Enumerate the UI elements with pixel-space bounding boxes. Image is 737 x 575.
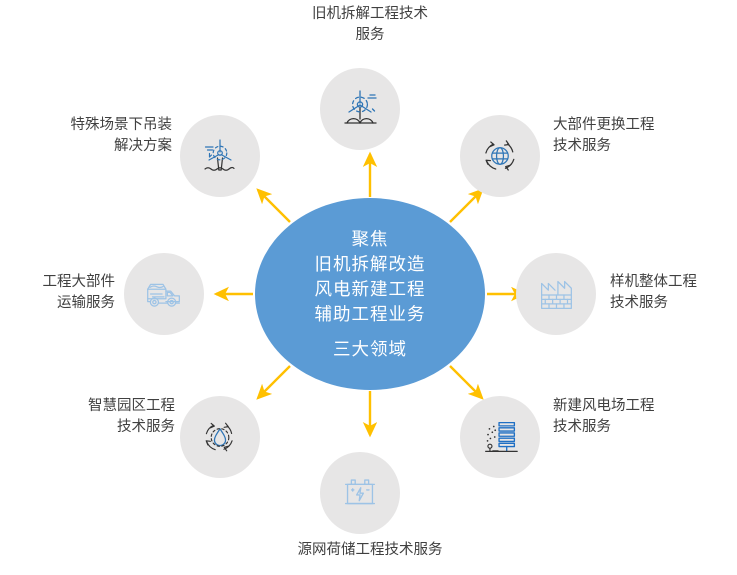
arrow-to-top-right: [449, 188, 484, 223]
node-left-label: 工程大部件 运输服务: [42, 274, 116, 311]
node-top-left-bubble[interactable]: [180, 115, 260, 197]
hub-line-5: 三大领域: [333, 338, 407, 359]
node-bottom-label: 源网荷储工程技术服务: [297, 542, 443, 558]
factory-brick-wall-icon: [541, 280, 572, 309]
arrow-to-top-left: [256, 188, 291, 223]
node-bottom-left-bubble[interactable]: [180, 396, 260, 478]
globe-recycle-icon: [485, 140, 515, 171]
node-bottom-left-label: 智慧园区工程 技术服务: [88, 398, 175, 435]
hub-line-4: 辅助工程业务: [314, 303, 426, 324]
node-right-label: 样机整体工程 技术服务: [610, 274, 697, 311]
hub-line-3: 风电新建工程: [314, 278, 426, 299]
offshore-wind-turbine-icon: [204, 139, 235, 171]
node-top-left-label: 特殊场景下吊装 解决方案: [70, 117, 173, 154]
dump-truck-icon: [147, 283, 180, 307]
wind-farm-tower-icon: [485, 421, 518, 453]
node-top-label: 旧机拆解工程技术 服务: [312, 6, 428, 43]
node-right-bubble[interactable]: [516, 253, 596, 335]
node-left-bubble[interactable]: [124, 253, 204, 335]
node-top-right-label: 大部件更换工程 技术服务: [553, 117, 655, 154]
hub-line-2: 旧机拆解改造: [314, 253, 426, 274]
node-bottom-bubble[interactable]: [320, 452, 400, 534]
battery-energy-storage-icon: [344, 479, 376, 505]
center-hub: 聚焦 旧机拆解改造 风电新建工程 辅助工程业务 三大领域: [255, 198, 485, 390]
node-top-right-bubble[interactable]: [460, 115, 540, 197]
node-top-bubble[interactable]: [320, 68, 400, 150]
water-drop-recycle-icon: [205, 422, 233, 452]
arrow-to-bottom-right: [449, 365, 484, 400]
arrow-to-bottom-left: [256, 365, 291, 400]
node-bottom-right-bubble[interactable]: [460, 396, 540, 478]
wind-turbine-dismantle-icon: [344, 90, 377, 124]
hub-line-1: 聚焦: [351, 228, 389, 249]
node-bottom-right-label: 新建风电场工程 技术服务: [553, 398, 655, 435]
